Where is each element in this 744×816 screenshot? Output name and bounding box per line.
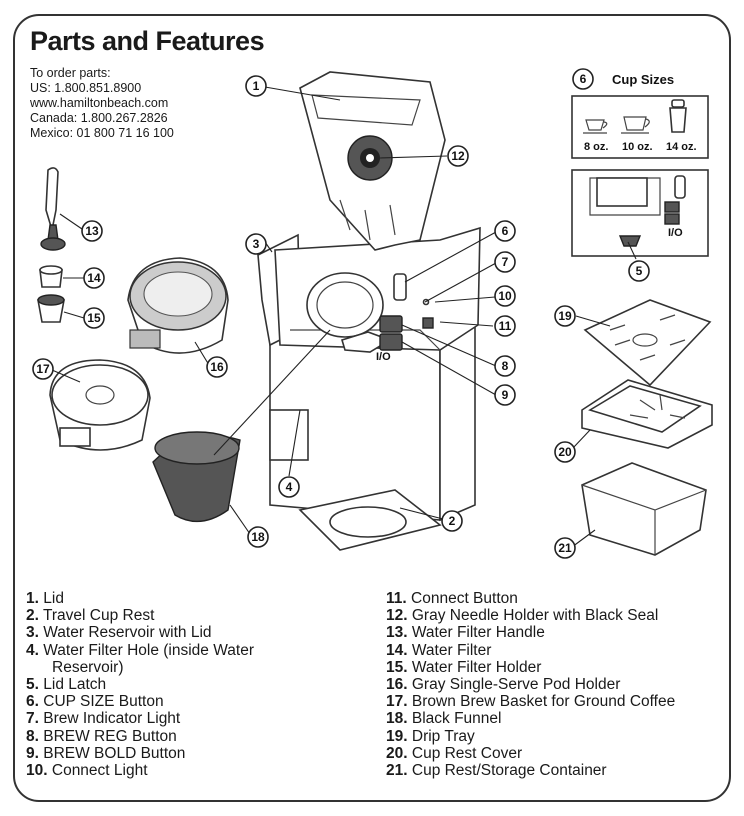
callout-13: 13 bbox=[81, 220, 103, 242]
list-item: 9. BREW BOLD Button bbox=[26, 744, 186, 762]
callout-11: 11 bbox=[494, 315, 516, 337]
cup-rest-cover-illustration bbox=[581, 379, 713, 449]
list-item: 8. BREW REG Button bbox=[26, 727, 177, 745]
callout-6: 6 bbox=[494, 220, 516, 242]
callout-16: 16 bbox=[206, 356, 228, 378]
contact-line: www.hamiltonbeach.com bbox=[30, 96, 169, 110]
svg-text:4: 4 bbox=[286, 480, 293, 494]
contact-line: Mexico: 01 800 71 16 100 bbox=[30, 126, 174, 140]
callout-15: 15 bbox=[83, 307, 105, 329]
callout-18: 18 bbox=[247, 526, 269, 548]
callout-3: 3 bbox=[245, 233, 267, 255]
cup-sizes-panel: 6 Cup Sizes 8 oz. 10 oz. 14 oz. bbox=[571, 68, 709, 159]
svg-text:21: 21 bbox=[558, 541, 572, 555]
callout-8: 8 bbox=[494, 355, 516, 377]
contact-line: US: 1.800.851.8900 bbox=[30, 81, 142, 95]
cup-8oz-icon bbox=[583, 119, 608, 134]
callout-1: 1 bbox=[245, 75, 267, 97]
svg-text:14: 14 bbox=[87, 271, 101, 285]
list-item: 18. Black Funnel bbox=[386, 710, 502, 728]
callout-4: 4 bbox=[278, 476, 300, 498]
cup-size-8: 8 oz. bbox=[584, 141, 608, 153]
svg-text:10: 10 bbox=[498, 289, 512, 303]
list-item: 20. Cup Rest Cover bbox=[386, 744, 523, 762]
page-border bbox=[13, 14, 731, 802]
cup-size-14: 14 oz. bbox=[666, 141, 697, 153]
callout-19: 19 bbox=[554, 305, 576, 327]
list-item: 12. Gray Needle Holder with Black Seal bbox=[386, 607, 659, 625]
page-title: Parts and Features bbox=[30, 26, 265, 56]
cup-sizes-heading: Cup Sizes bbox=[612, 72, 674, 87]
list-item-continuation: Reservoir) bbox=[52, 658, 124, 676]
drip-tray-illustration bbox=[583, 299, 712, 387]
parts-list-left: 1. Lid 2. Travel Cup Rest 3. Water Reser… bbox=[26, 590, 254, 779]
cup-size-10: 10 oz. bbox=[622, 141, 653, 153]
svg-text:6: 6 bbox=[580, 72, 587, 86]
list-item: 14. Water Filter bbox=[386, 641, 492, 659]
callout-2: 2 bbox=[441, 510, 463, 532]
io-label-inset: I/O bbox=[668, 227, 683, 239]
svg-text:13: 13 bbox=[85, 224, 99, 238]
io-label: I/O bbox=[376, 351, 391, 363]
svg-text:15: 15 bbox=[87, 311, 101, 325]
list-item: 16. Gray Single-Serve Pod Holder bbox=[386, 676, 621, 694]
svg-text:6: 6 bbox=[502, 224, 509, 238]
callouts: 1 2 3 4 5 6 7 8 9 10 11 12 13 14 15 16 1… bbox=[32, 75, 650, 559]
contact-line: To order parts: bbox=[30, 66, 111, 80]
svg-text:11: 11 bbox=[499, 319, 512, 333]
svg-text:5: 5 bbox=[636, 264, 643, 278]
list-item: 6. CUP SIZE Button bbox=[26, 693, 164, 711]
svg-text:1: 1 bbox=[253, 79, 260, 93]
contact-info: To order parts: US: 1.800.851.8900 www.h… bbox=[30, 66, 174, 141]
list-item: 11. Connect Button bbox=[386, 590, 518, 607]
svg-text:17: 17 bbox=[36, 362, 50, 376]
svg-text:3: 3 bbox=[253, 237, 260, 251]
black-funnel-illustration bbox=[152, 431, 241, 523]
list-item: 2. Travel Cup Rest bbox=[26, 607, 155, 625]
list-item: 5. Lid Latch bbox=[26, 676, 107, 694]
list-item: 13. Water Filter Handle bbox=[386, 624, 545, 642]
callout-6-cup-sizes: 6 bbox=[572, 68, 594, 90]
callout-10: 10 bbox=[494, 285, 516, 307]
list-item: 17. Brown Brew Basket for Ground Coffee bbox=[386, 693, 676, 711]
list-item: 4. Water Filter Hole (inside Water bbox=[26, 641, 254, 659]
list-item: 10. Connect Light bbox=[26, 762, 148, 780]
list-item: 21. Cup Rest/Storage Container bbox=[386, 762, 607, 780]
svg-text:20: 20 bbox=[558, 445, 572, 459]
pod-holder-illustration bbox=[127, 257, 229, 354]
lid-latch-inset: I/O bbox=[571, 169, 709, 257]
list-item: 7. Brew Indicator Light bbox=[26, 710, 181, 728]
list-item: 1. Lid bbox=[26, 590, 64, 607]
svg-text:12: 12 bbox=[451, 149, 465, 163]
list-item: 3. Water Reservoir with Lid bbox=[26, 624, 212, 642]
callout-21: 21 bbox=[554, 537, 576, 559]
brew-basket-illustration bbox=[49, 359, 151, 451]
svg-text:9: 9 bbox=[502, 388, 509, 402]
callout-7: 7 bbox=[494, 251, 516, 273]
parts-list-right: 11. Connect Button 12. Gray Needle Holde… bbox=[386, 590, 675, 779]
callout-17: 17 bbox=[32, 358, 54, 380]
svg-text:2: 2 bbox=[449, 514, 456, 528]
list-item: 19. Drip Tray bbox=[386, 727, 475, 745]
svg-text:7: 7 bbox=[502, 255, 509, 269]
svg-text:8: 8 bbox=[502, 359, 509, 373]
coffee-maker-illustration: I/O bbox=[257, 71, 481, 551]
cup-10oz-icon bbox=[621, 116, 650, 134]
storage-container-illustration bbox=[581, 462, 707, 556]
contact-line: Canada: 1.800.267.2826 bbox=[30, 111, 168, 125]
list-item: 15. Water Filter Holder bbox=[386, 658, 542, 676]
callout-9: 9 bbox=[494, 384, 516, 406]
leader-lines bbox=[51, 86, 637, 548]
callout-14: 14 bbox=[83, 267, 105, 289]
callout-12: 12 bbox=[447, 145, 469, 167]
svg-text:18: 18 bbox=[251, 530, 265, 544]
travel-mug-14oz-icon bbox=[669, 99, 687, 133]
svg-text:19: 19 bbox=[558, 309, 572, 323]
water-filter-illustration bbox=[37, 167, 66, 323]
svg-text:16: 16 bbox=[210, 360, 224, 374]
callout-20: 20 bbox=[554, 441, 576, 463]
callout-5: 5 bbox=[628, 260, 650, 282]
